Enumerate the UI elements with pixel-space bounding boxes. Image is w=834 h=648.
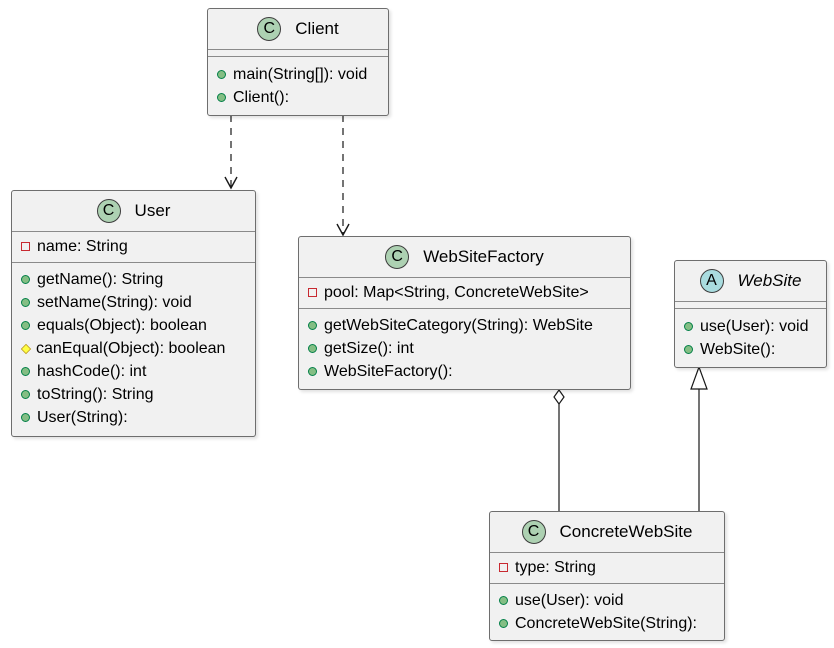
methods-section: getName(): String setName(String): void … — [12, 263, 255, 434]
class-user[interactable]: C User name: String getName(): String se… — [11, 190, 256, 437]
fields-section: type: String — [490, 553, 724, 584]
class-badge-icon: C — [96, 199, 121, 223]
public-icon — [684, 322, 693, 331]
methods-section: use(User): void ConcreteWebSite(String): — [490, 584, 724, 640]
fields-section: pool: Map<String, ConcreteWebSite> — [299, 278, 630, 309]
methods-section: main(String[]): void Client(): — [208, 57, 388, 114]
public-icon — [499, 596, 508, 605]
dependency-client-websitefactory-arrowhead — [336, 223, 350, 237]
public-icon — [217, 93, 226, 102]
fields-section — [208, 50, 388, 57]
method-item: User(String): — [12, 406, 255, 429]
public-icon — [308, 367, 317, 376]
public-icon — [684, 345, 693, 354]
method-item: canEqual(Object): boolean — [12, 337, 255, 360]
field-item: pool: Map<String, ConcreteWebSite> — [299, 281, 630, 304]
public-icon — [21, 390, 30, 399]
protected-icon — [20, 343, 32, 354]
field-item: type: String — [490, 556, 724, 579]
public-icon — [21, 367, 30, 376]
private-icon — [21, 242, 30, 251]
class-website[interactable]: A WebSite use(User): void WebSite(): — [674, 260, 827, 368]
public-icon — [21, 275, 30, 284]
class-name: WebSiteFactory — [423, 247, 544, 266]
abstract-badge-icon: A — [699, 269, 724, 293]
method-item: setName(String): void — [12, 291, 255, 314]
class-header: C WebSiteFactory — [299, 237, 630, 278]
methods-section: use(User): void WebSite(): — [675, 309, 826, 366]
public-icon — [499, 619, 508, 628]
class-badge-icon: C — [257, 17, 282, 41]
class-badge-icon: C — [521, 520, 546, 544]
method-item: main(String[]): void — [208, 63, 388, 86]
class-name: ConcreteWebSite — [559, 522, 693, 541]
method-item: use(User): void — [675, 315, 826, 338]
public-icon — [308, 344, 317, 353]
methods-section: getWebSiteCategory(String): WebSite getS… — [299, 309, 630, 388]
method-item: WebSiteFactory(): — [299, 360, 630, 383]
public-icon — [217, 70, 226, 79]
method-item: use(User): void — [490, 589, 724, 612]
public-icon — [21, 413, 30, 422]
private-icon — [308, 288, 317, 297]
method-item: getName(): String — [12, 268, 255, 291]
inheritance-arrowhead — [690, 365, 708, 390]
class-client[interactable]: C Client main(String[]): void Client(): — [207, 8, 389, 116]
class-badge-icon: C — [385, 245, 410, 269]
method-item: WebSite(): — [675, 338, 826, 361]
class-header: C User — [12, 191, 255, 232]
public-icon — [21, 298, 30, 307]
fields-section — [675, 302, 826, 309]
method-item: Client(): — [208, 86, 388, 109]
class-name: Client — [295, 19, 339, 38]
method-item: ConcreteWebSite(String): — [490, 612, 724, 635]
class-name: User — [134, 201, 171, 220]
class-header: A WebSite — [675, 261, 826, 302]
method-item: hashCode(): int — [12, 360, 255, 383]
class-websitefactory[interactable]: C WebSiteFactory pool: Map<String, Concr… — [298, 236, 631, 390]
public-icon — [308, 321, 317, 330]
class-name: WebSite — [737, 271, 802, 290]
method-item: equals(Object): boolean — [12, 314, 255, 337]
class-header: C ConcreteWebSite — [490, 512, 724, 553]
method-item: getSize(): int — [299, 337, 630, 360]
private-icon — [499, 563, 508, 572]
public-icon — [21, 321, 30, 330]
class-concretewebsite[interactable]: C ConcreteWebSite type: String use(User)… — [489, 511, 725, 641]
method-item: getWebSiteCategory(String): WebSite — [299, 314, 630, 337]
aggregation-diamond — [553, 388, 565, 406]
field-item: name: String — [12, 235, 255, 258]
method-item: toString(): String — [12, 383, 255, 406]
dependency-client-user-arrowhead — [224, 176, 238, 190]
class-header: C Client — [208, 9, 388, 50]
fields-section: name: String — [12, 232, 255, 263]
